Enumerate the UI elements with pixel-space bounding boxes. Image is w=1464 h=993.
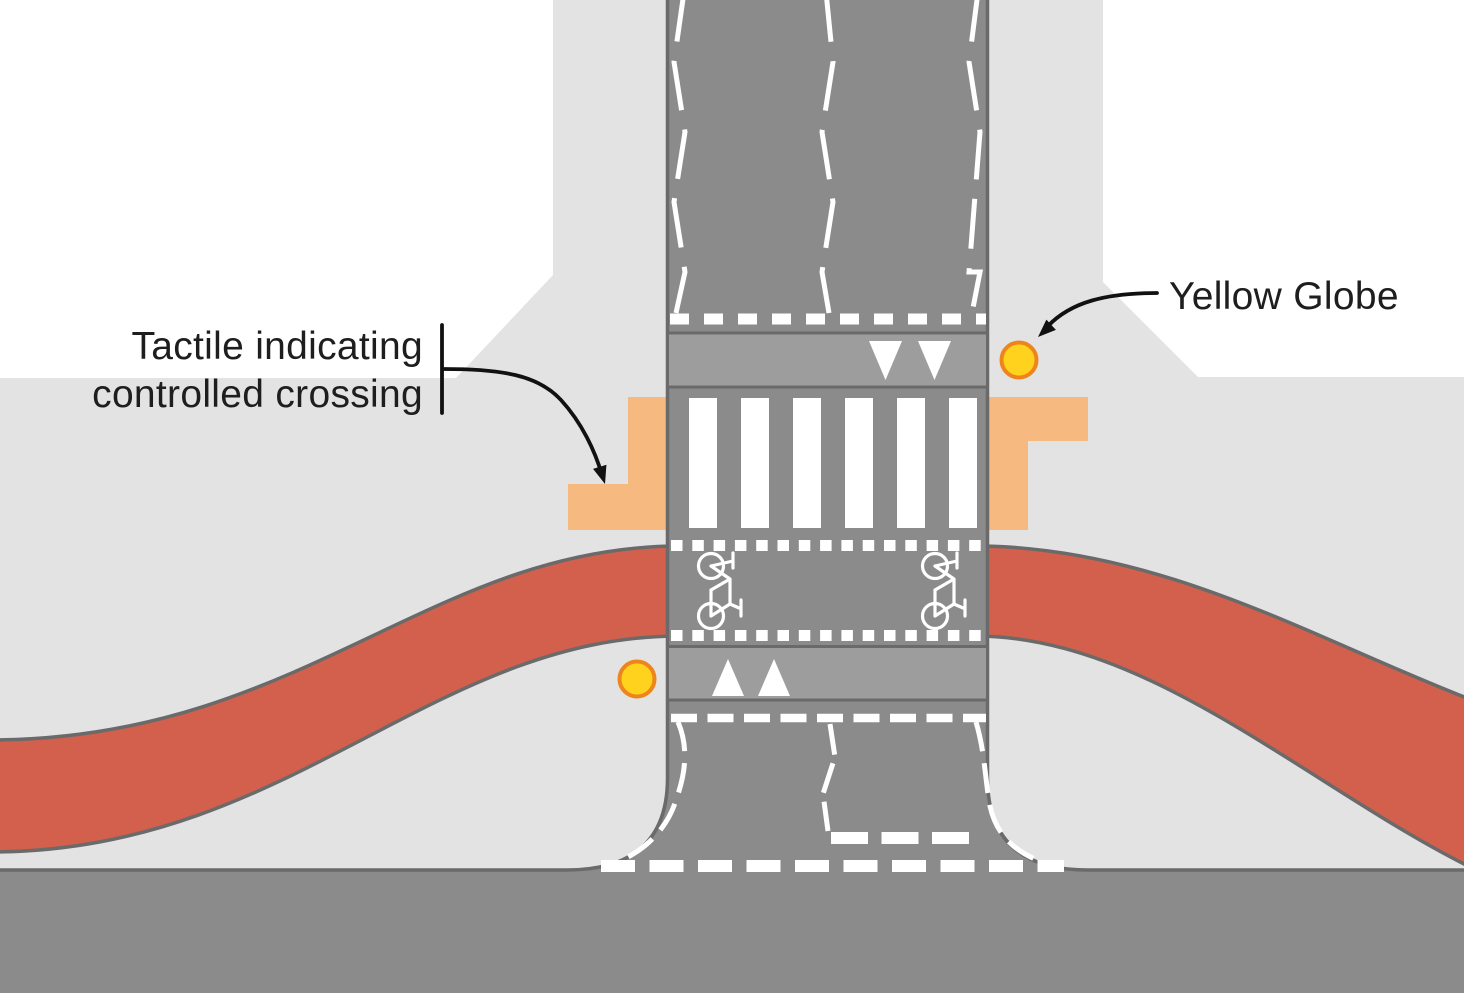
tactile-paving xyxy=(568,397,1088,530)
label-tactile-line2: controlled crossing xyxy=(92,373,423,416)
zebra-stripe xyxy=(949,398,977,528)
yellow-globes xyxy=(617,340,1039,699)
give-way-triangle-up xyxy=(758,659,790,696)
solid-markings xyxy=(689,341,977,696)
zebra-stripe xyxy=(689,398,717,528)
bicycle-icon xyxy=(696,551,743,631)
zebra-stripe xyxy=(845,398,873,528)
annotations: Tactile indicating controlled crossing Y… xyxy=(92,275,1399,484)
lane-line-upper-left xyxy=(671,0,688,314)
lane-edge-lower-right xyxy=(973,721,1049,867)
dashed-markings xyxy=(601,0,1064,872)
zebra-stripe xyxy=(793,398,821,528)
zebra-stripe xyxy=(741,398,769,528)
zebra-stripe xyxy=(897,398,925,528)
leader-tactile xyxy=(440,323,604,477)
arrowhead-icon xyxy=(593,464,607,484)
yellow-globe-marker-left xyxy=(617,659,657,699)
yellow-globe-marker-right xyxy=(999,340,1039,380)
give-way-triangle-up xyxy=(712,659,744,696)
tactile-paving-left xyxy=(568,397,666,530)
lane-line-upper-center xyxy=(819,0,836,314)
tactile-paving-right xyxy=(988,397,1088,530)
lane-line-upper-right xyxy=(966,0,984,314)
label-yellow-globe: Yellow Globe xyxy=(1169,275,1399,318)
leader-curve-tactile xyxy=(442,367,604,477)
give-way-band-borders xyxy=(666,331,989,702)
cycle-path xyxy=(0,544,1464,866)
arrowhead-icon xyxy=(1038,319,1056,337)
bicycle-symbols xyxy=(696,551,967,631)
lane-line-lower-center xyxy=(820,723,838,832)
bicycle-icon xyxy=(920,551,967,631)
give-way-triangle-down xyxy=(918,341,951,380)
leader-curve-globe xyxy=(1046,291,1159,328)
give-way-triangle-down xyxy=(869,341,902,380)
lane-edge-lower-left xyxy=(614,721,688,866)
cycle-path-right xyxy=(973,544,1464,866)
label-tactile-line1: Tactile indicating xyxy=(131,325,423,368)
